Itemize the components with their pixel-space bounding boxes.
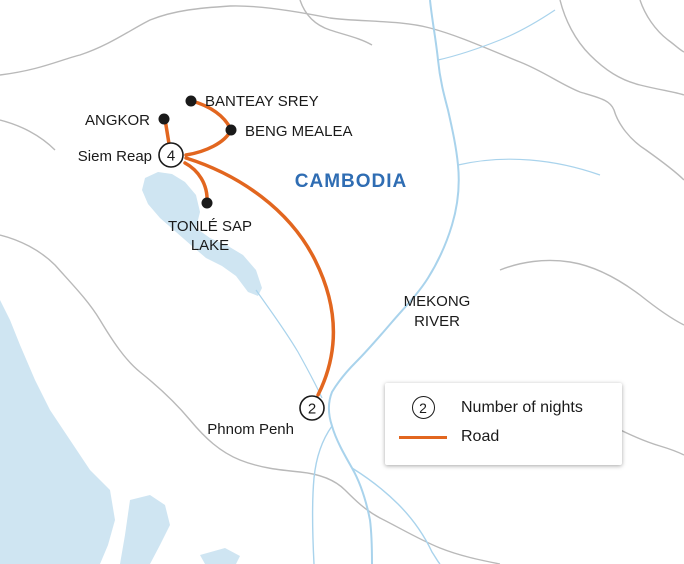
- country-border: [299, 0, 373, 46]
- river-branch: [255, 289, 323, 399]
- tonle-sap-lake: [142, 172, 262, 296]
- legend-road-symbol: [385, 435, 461, 439]
- country-border: [499, 259, 684, 326]
- map-legend: 2 Number of nights Road: [385, 383, 622, 465]
- beng-mealea-label: BENG MEALEA: [245, 123, 353, 140]
- banteay-srey-label: BANTEAY SREY: [205, 93, 319, 110]
- river-branch: [351, 467, 441, 564]
- road-siem-reap-beng-mealea: [184, 128, 233, 157]
- country-border: [0, 5, 684, 181]
- legend-row-nights: 2 Number of nights: [385, 396, 583, 419]
- tonle-sap-label-line1: TONLÉ SAP: [168, 218, 252, 235]
- legend-row-road: Road: [385, 428, 499, 446]
- river-label-line2: RIVER: [414, 313, 460, 330]
- gulf-of-thailand: [0, 300, 115, 564]
- siem-reap-nights: 4: [167, 148, 175, 165]
- tonle-sap-label-line2: LAKE: [191, 237, 229, 254]
- country-border: [559, 0, 684, 96]
- angkor-marker: [158, 113, 170, 125]
- legend-nights-label: Number of nights: [461, 398, 583, 416]
- country-border: [639, 0, 684, 53]
- river-tributary: [437, 9, 556, 61]
- tonle-sap-marker: [201, 197, 213, 209]
- banteay-srey-marker: [185, 95, 197, 107]
- phnom-penh-nights: 2: [308, 401, 316, 418]
- angkor-label: ANGKOR: [85, 112, 150, 129]
- country-border: [0, 119, 56, 151]
- country-border: [0, 234, 501, 564]
- country-label: CAMBODIA: [295, 171, 408, 192]
- river-label-line1: MEKONG: [404, 293, 471, 310]
- road-line-icon: [399, 435, 447, 439]
- siem-reap-nights-marker: 4: [158, 142, 184, 168]
- legend-nights-symbol: 2: [385, 396, 461, 419]
- mekong-river: [328, 0, 460, 564]
- river-branch: [311, 425, 333, 564]
- legend-road-label: Road: [461, 428, 500, 445]
- coastal-island: [200, 548, 240, 564]
- beng-mealea-marker: [225, 124, 237, 136]
- nights-circle-icon: 2: [411, 396, 435, 419]
- road-siem-reap-phnom-penh: [184, 156, 336, 397]
- siem-reap-label: Siem Reap: [78, 148, 152, 165]
- phnom-penh-nights-marker: 2: [299, 395, 325, 421]
- river-tributary: [457, 158, 601, 176]
- phnom-penh-label: Phnom Penh: [207, 421, 294, 438]
- coastal-inlet: [120, 495, 170, 564]
